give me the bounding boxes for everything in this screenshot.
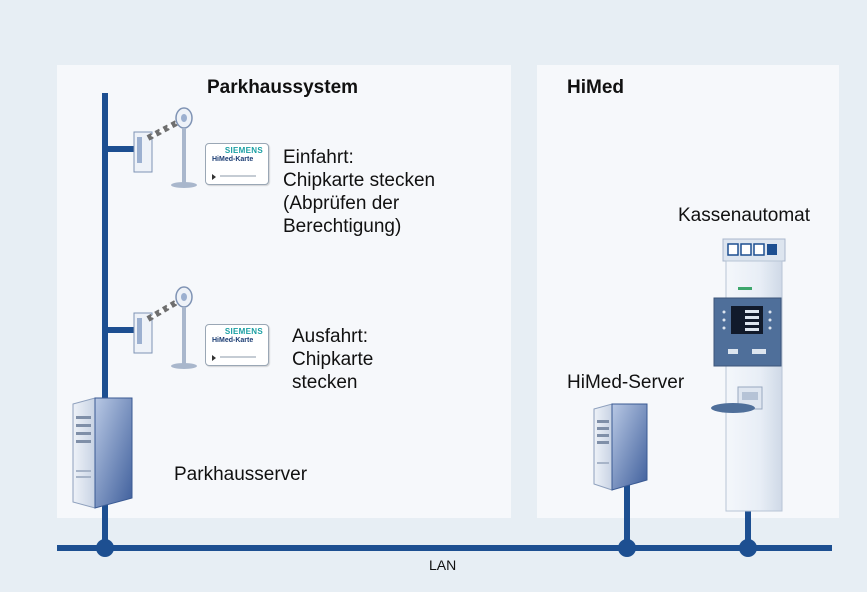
card-brand: SIEMENS — [224, 146, 263, 155]
card-name: HiMed-Karte — [212, 156, 254, 163]
exit-line: stecken — [292, 372, 358, 393]
parkhausserver-label: Parkhausserver — [174, 464, 308, 485]
himed-card-entry: SIEMENS HiMed-Karte — [205, 143, 269, 185]
kassenautomat-label: Kassenautomat — [678, 205, 811, 226]
entry-line: Berechtigung) — [283, 216, 402, 237]
parkhaussystem-panel — [57, 65, 511, 518]
himed-server-icon — [593, 403, 648, 491]
exit-barrier-icon — [133, 286, 197, 369]
card-brand: SIEMENS — [224, 327, 263, 336]
card-insert-arrow-icon — [212, 355, 216, 361]
himed-server-label: HiMed-Server — [567, 372, 685, 393]
card-name: HiMed-Karte — [212, 337, 254, 344]
himed-title: HiMed — [567, 77, 624, 98]
exit-text: Ausfahrt: Chipkarte stecken — [292, 325, 373, 394]
exit-line: Ausfahrt: — [292, 326, 369, 347]
exit-line: Chipkarte — [292, 349, 374, 370]
kassenautomat-icon — [711, 238, 786, 512]
parkhausserver-icon — [72, 397, 133, 509]
card-insert-arrow-icon — [212, 174, 216, 180]
lan-node-himed-server — [618, 539, 636, 557]
himed-card-exit: SIEMENS HiMed-Karte — [205, 324, 269, 366]
entry-line: Chipkarte stecken — [283, 170, 436, 191]
entry-line: (Abprüfen der — [283, 193, 400, 214]
himed-panel — [537, 65, 839, 518]
lan-label: LAN — [429, 557, 457, 573]
entry-text: Einfahrt: Chipkarte stecken (Abprüfen de… — [283, 146, 435, 238]
lan-node-parkhausserver — [96, 539, 114, 557]
entry-barrier-icon — [133, 107, 197, 188]
parkhaussystem-title: Parkhaussystem — [207, 77, 359, 98]
entry-line: Einfahrt: — [283, 147, 354, 168]
lan-node-kassenautomat — [739, 539, 757, 557]
